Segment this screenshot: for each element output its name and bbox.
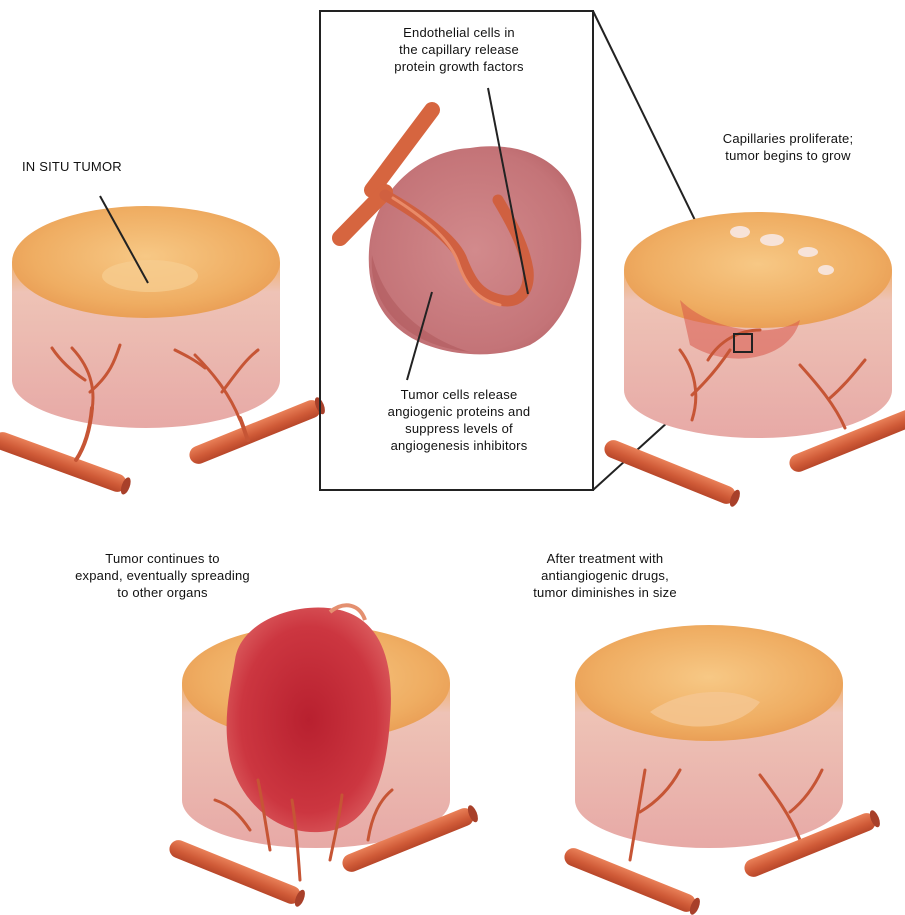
blood-vessel (167, 837, 307, 908)
label-in-situ-tumor: IN SITU TUMOR (22, 158, 122, 175)
label-endothelial-cells: Endothelial cells in the capillary relea… (328, 24, 590, 75)
label-after-treatment: After treatment with antiangiogenic drug… (480, 550, 730, 601)
expanded-tumor (227, 607, 391, 832)
label-tumor-cells-release: Tumor cells release angiogenic proteins … (328, 386, 590, 454)
blood-vessel (0, 430, 133, 496)
in-situ-tumor-spot (102, 260, 198, 292)
label-tumor-expands: Tumor continues to expand, eventually sp… (10, 550, 315, 601)
tissue-block-in-situ (0, 196, 327, 496)
label-capillaries-proliferate: Capillaries proliferate; tumor begins to… (672, 130, 904, 164)
blood-vessel (602, 437, 742, 508)
tissue-block-treated (562, 625, 882, 915)
tissue-block-proliferation (602, 212, 905, 508)
tissue-block-expansion (167, 605, 480, 908)
